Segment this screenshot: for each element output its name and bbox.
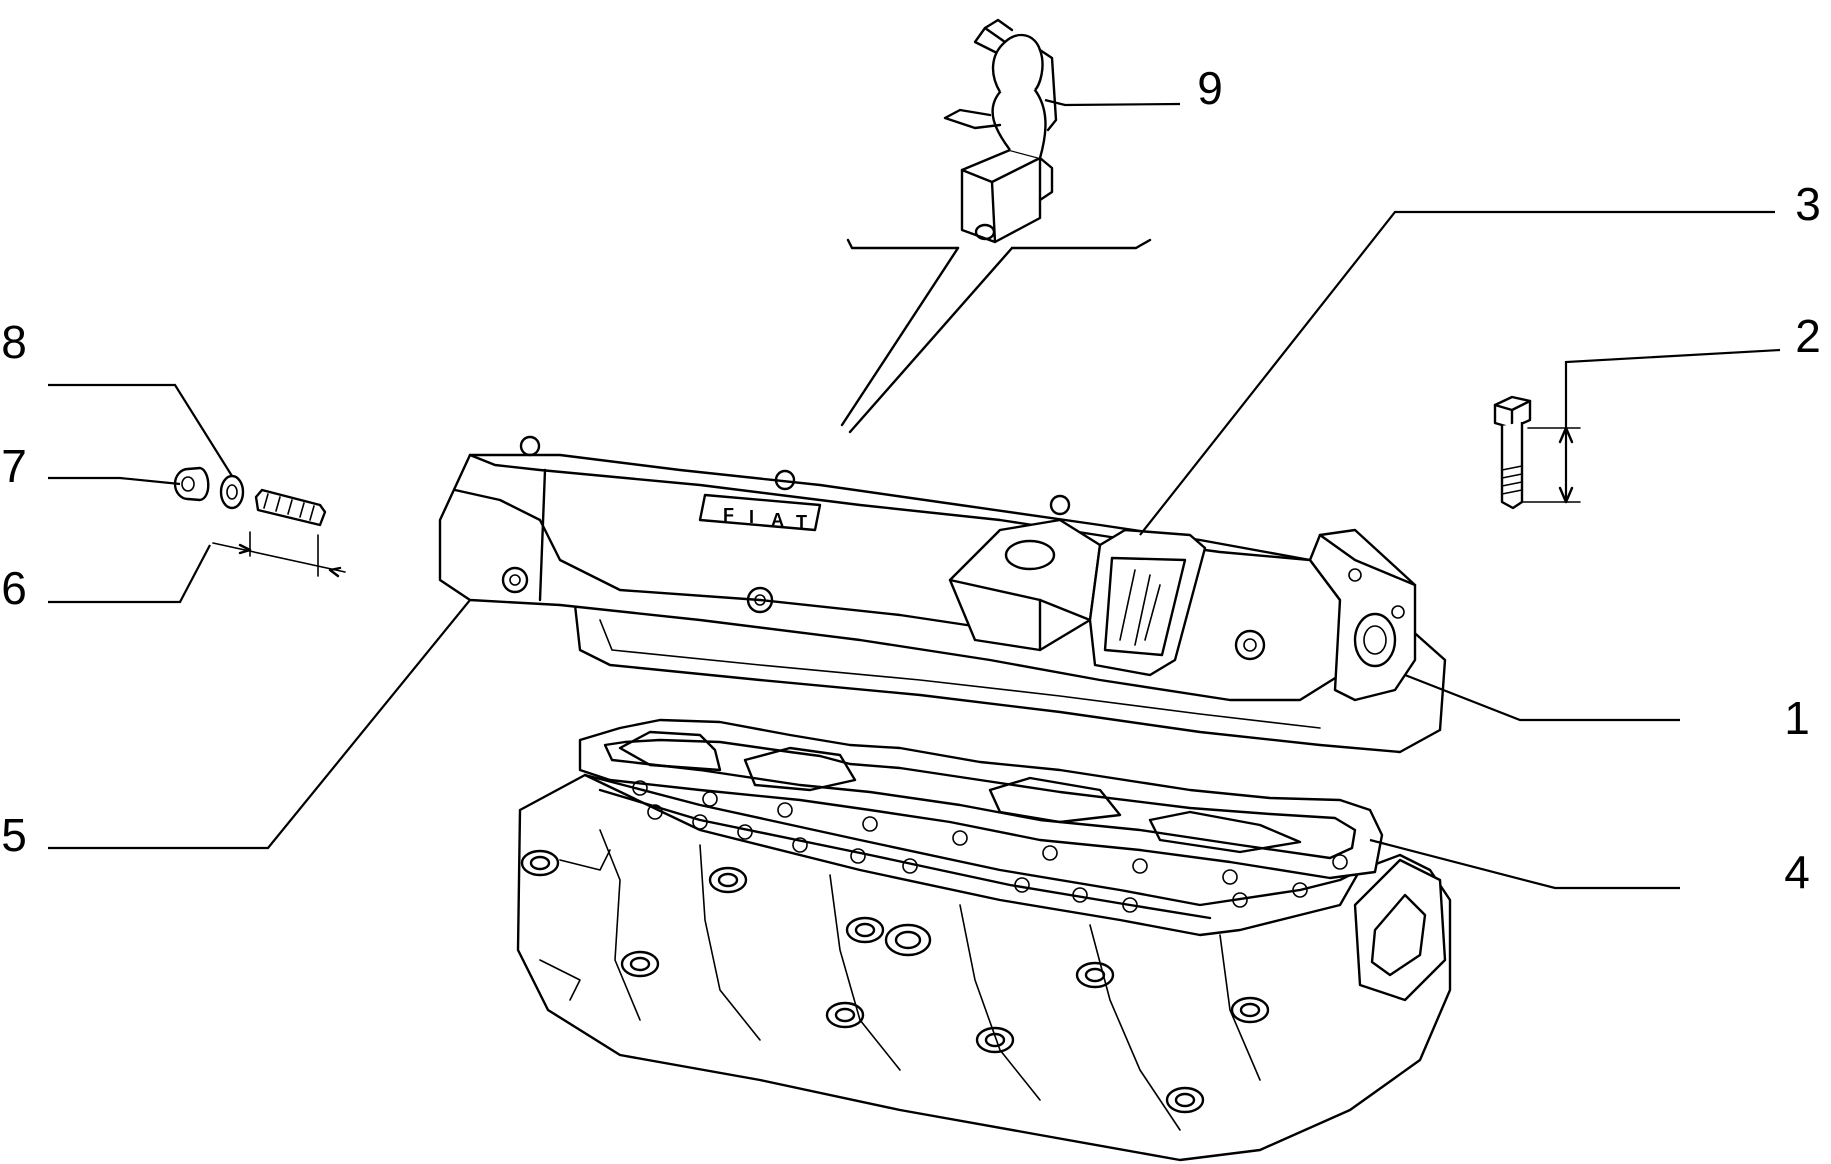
callout-6: 6 bbox=[1, 562, 27, 614]
leader-1 bbox=[1404, 673, 1680, 722]
callout-3: 3 bbox=[1795, 178, 1821, 230]
cylinder-head bbox=[516, 773, 1452, 1162]
part-8-washer bbox=[219, 474, 245, 510]
leader-8 bbox=[48, 383, 233, 477]
leader-5 bbox=[48, 599, 471, 850]
part-2-bolt bbox=[1493, 395, 1581, 510]
callout-8: 8 bbox=[1, 316, 27, 368]
logo-letter-t: T bbox=[796, 512, 807, 532]
leader-lines bbox=[48, 98, 1781, 890]
callout-2: 2 bbox=[1795, 310, 1821, 362]
logo-letter-i: I bbox=[749, 507, 754, 527]
callout-5: 5 bbox=[1, 809, 27, 861]
part-4-gasket bbox=[578, 718, 1384, 885]
logo-letter-f: F bbox=[723, 505, 734, 525]
part-6-stud bbox=[212, 488, 346, 578]
leader-4 bbox=[1369, 838, 1680, 890]
callout-numbers: 1 2 3 4 5 6 7 8 9 bbox=[1, 62, 1821, 898]
part-1-valve-cover: F I A T bbox=[438, 435, 1447, 754]
leader-9 bbox=[1044, 98, 1181, 107]
leader-6 bbox=[48, 544, 211, 604]
callout-7: 7 bbox=[1, 440, 27, 492]
leader-3 bbox=[1139, 210, 1775, 536]
callout-9: 9 bbox=[1197, 62, 1223, 114]
part-9-bracket-clip bbox=[943, 18, 1058, 244]
fiat-logo: F I A T bbox=[723, 505, 807, 532]
callout-1: 1 bbox=[1784, 692, 1810, 744]
part-7-nut bbox=[173, 466, 210, 502]
leader-7 bbox=[48, 476, 181, 486]
leader-2 bbox=[1564, 348, 1781, 502]
part-9-pointer bbox=[840, 238, 1152, 434]
callout-4: 4 bbox=[1784, 846, 1810, 898]
logo-letter-a: A bbox=[771, 510, 784, 530]
